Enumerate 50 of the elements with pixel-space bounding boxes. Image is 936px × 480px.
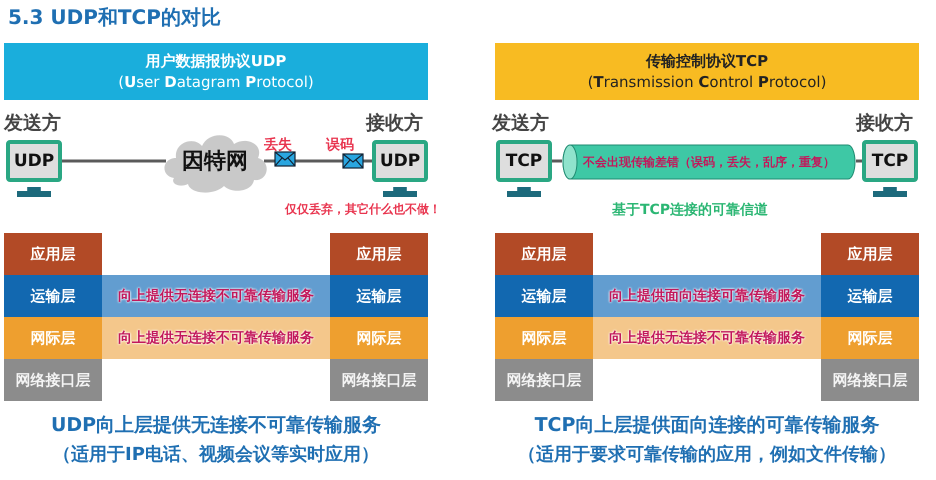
- discard-note: 仅仅丢弃，其它什么也不做！: [285, 201, 441, 218]
- slide-title: 5.3 UDP和TCP的对比: [8, 4, 221, 31]
- layer-block: 运输层: [495, 275, 593, 317]
- layer-block: 网络接口层: [821, 359, 919, 401]
- connector-line: [62, 160, 166, 162]
- endpoint-label: 发送方: [492, 111, 549, 136]
- protocol-banner: [495, 43, 919, 100]
- channel-caption: 基于TCP连接的可靠信道: [612, 201, 768, 219]
- layer-block: 网际层: [495, 317, 593, 359]
- computer-screen: UDP: [6, 140, 62, 182]
- banner-subtitle: (Transmission Control Protocol): [588, 72, 826, 92]
- layer-block: 应用层: [821, 233, 919, 275]
- connector-line: [264, 160, 372, 162]
- computer-screen: TCP: [862, 140, 918, 182]
- summary-note: （适用于要求可靠传输的应用，例如文件传输）: [517, 443, 897, 466]
- summary-text: UDP向上层提供无连接不可靠传输服务: [50, 413, 382, 438]
- layer-block: 网际层: [821, 317, 919, 359]
- layer-block: 网际层: [330, 317, 428, 359]
- layer-block: 网络接口层: [330, 359, 428, 401]
- service-band: 向上提供无连接不可靠传输服务: [593, 317, 821, 359]
- connector-line: [856, 160, 862, 162]
- banner-title: 传输控制协议TCP: [646, 50, 768, 72]
- endpoint-label: 接收方: [856, 111, 913, 136]
- service-band: 向上提供面向连接可靠传输服务: [593, 275, 821, 317]
- layer-block: 应用层: [495, 233, 593, 275]
- banner-subtitle: (User Datagram Protocol): [118, 72, 314, 92]
- layer-block: 应用层: [4, 233, 102, 275]
- connector-line: [552, 160, 562, 162]
- error-note: 丢失: [264, 136, 292, 154]
- error-note: 误码: [326, 136, 354, 154]
- layer-block: 运输层: [330, 275, 428, 317]
- computer-screen: TCP: [496, 140, 552, 182]
- layer-block: 运输层: [821, 275, 919, 317]
- summary-text: TCP向上层提供面向连接的可靠传输服务: [534, 413, 880, 438]
- endpoint-label: 发送方: [4, 111, 61, 136]
- pipe-shape: [562, 144, 856, 180]
- computer-screen: UDP: [372, 140, 428, 182]
- protocol-banner: [4, 43, 428, 100]
- layer-block: 运输层: [4, 275, 102, 317]
- banner-title: 用户数据报协议UDP: [146, 50, 286, 72]
- layer-block: 网际层: [4, 317, 102, 359]
- summary-note: （适用于IP电话、视频会议等实时应用）: [52, 443, 380, 466]
- service-band: 向上提供无连接不可靠传输服务: [102, 317, 330, 359]
- layer-block: 网络接口层: [4, 359, 102, 401]
- layer-block: 应用层: [330, 233, 428, 275]
- service-band: 向上提供无连接不可靠传输服务: [102, 275, 330, 317]
- cloud-label: 因特网: [182, 148, 248, 176]
- pipe-label: 不会出现传输差错（误码，丢失，乱序，重复）: [583, 154, 835, 170]
- layer-block: 网络接口层: [495, 359, 593, 401]
- endpoint-label: 接收方: [366, 111, 423, 136]
